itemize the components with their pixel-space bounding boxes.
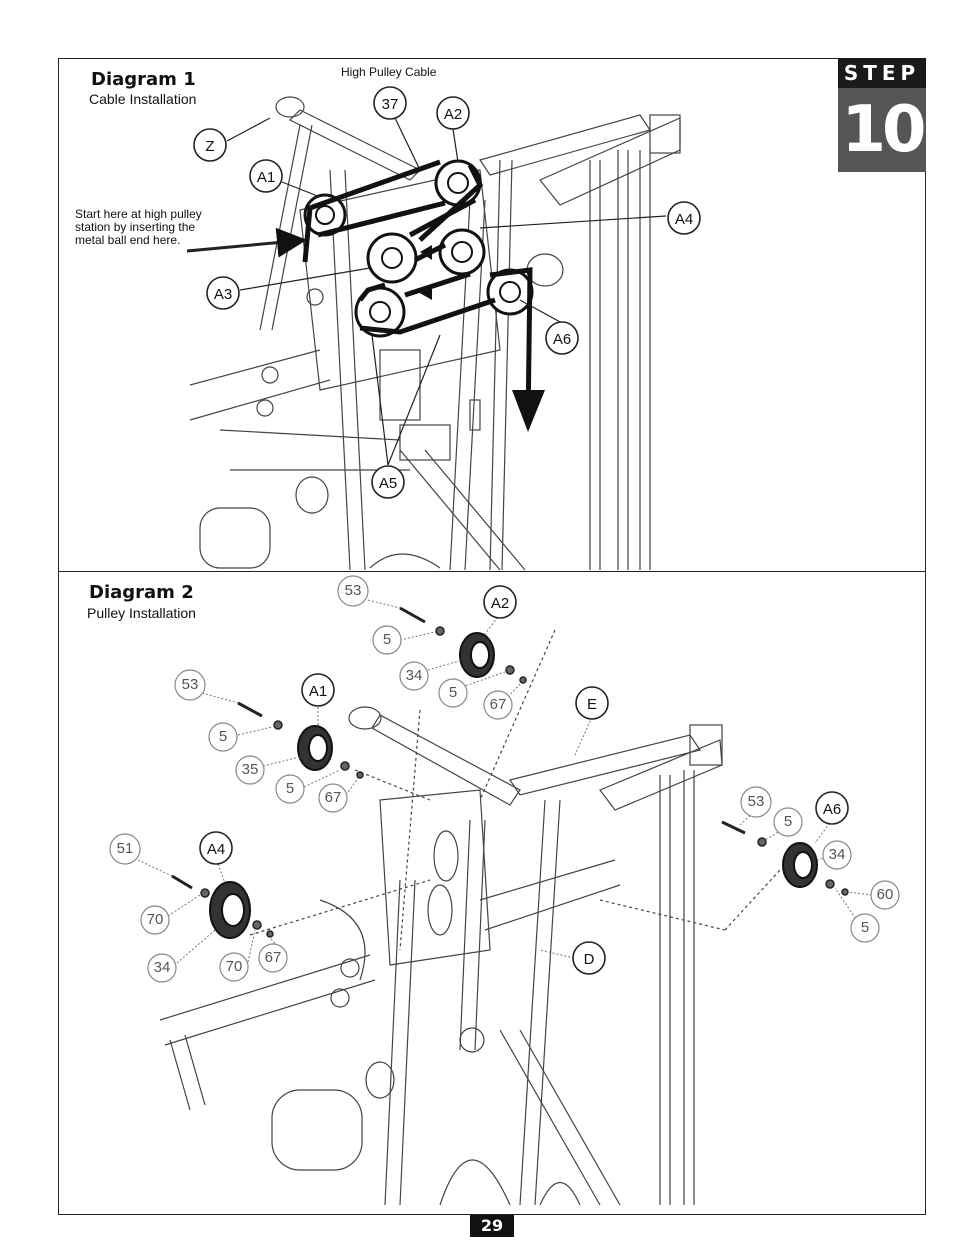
callout-53-a1: 53 — [182, 676, 199, 693]
callout-a3-label: A3 — [214, 286, 232, 303]
callout-60-a6: 60 — [877, 886, 894, 903]
callout-5-a2-back: 5 — [449, 684, 457, 701]
callout-a2-label: A2 — [444, 106, 462, 123]
callout-a6 — [545, 321, 579, 355]
callout-a6-d2: A6 — [823, 801, 841, 818]
step-number: 10 — [838, 88, 927, 172]
callout-5-a6-front: 5 — [784, 813, 792, 830]
callout-35-a1: 35 — [242, 761, 259, 778]
callout-67-a2: 67 — [490, 696, 507, 713]
callout-34-a4: 34 — [154, 959, 171, 976]
diagram2-main-callouts — [199, 585, 849, 975]
callout-a3 — [206, 276, 240, 310]
callout-d: D — [584, 951, 595, 968]
callout-5-a2-front: 5 — [383, 631, 391, 648]
callout-5-a1-back: 5 — [286, 780, 294, 797]
callout-a5-label: A5 — [379, 475, 397, 492]
callout-a4-label: A4 — [675, 211, 693, 228]
callout-53-a2: 53 — [345, 582, 362, 599]
callout-51-a4: 51 — [117, 840, 134, 857]
callout-a2 — [436, 96, 470, 130]
callout-e: E — [587, 696, 597, 713]
diagram1-pulleys — [303, 159, 534, 338]
diagram-divider — [58, 571, 926, 572]
diagram2-title: Diagram 2 — [89, 582, 194, 603]
start-note-line-2: station by inserting the — [75, 220, 196, 234]
diagram2-bolts — [171, 606, 849, 938]
cable-label: High Pulley Cable — [341, 65, 437, 79]
callout-5-a1-front: 5 — [219, 728, 227, 745]
down-arrow-icon — [512, 390, 545, 432]
callout-a6-label: A6 — [553, 331, 571, 348]
diagram2-callouts — [109, 575, 900, 983]
callout-z-label: Z — [205, 138, 214, 155]
step-label: STEP — [838, 58, 926, 88]
diagram1-leaders — [186, 117, 667, 466]
start-note-line-1: Start here at high pulley — [75, 207, 202, 221]
callout-70-a4-front: 70 — [147, 911, 164, 928]
callout-a1-label: A1 — [257, 169, 275, 186]
callout-34-a6: 34 — [829, 846, 846, 863]
diagram1-callouts — [193, 86, 701, 499]
callout-a4-d2: A4 — [207, 841, 225, 858]
callout-a2-d2: A2 — [491, 595, 509, 612]
callout-a1 — [249, 159, 283, 193]
diagram1-subtitle: Cable Installation — [89, 91, 197, 107]
diagram2-frame-art — [159, 629, 781, 1206]
callout-a5 — [371, 465, 405, 499]
callout-37-label: 37 — [382, 96, 399, 113]
page-frame — [58, 58, 926, 1215]
callout-z — [193, 128, 227, 162]
callout-67-a1: 67 — [325, 789, 342, 806]
callout-53-a6: 53 — [748, 793, 765, 810]
callout-37 — [373, 86, 407, 120]
diagram1-title: Diagram 1 — [91, 69, 196, 90]
callout-a1-d2: A1 — [309, 683, 327, 700]
diagram2-subtitle: Pulley Installation — [87, 605, 196, 621]
diagram2-pulleys — [209, 632, 818, 939]
callout-34-a2: 34 — [406, 667, 423, 684]
callout-70-a4-back: 70 — [226, 958, 243, 975]
callout-67-a4: 67 — [265, 949, 282, 966]
page-number: 29 — [470, 1215, 514, 1237]
callout-a4 — [667, 201, 701, 235]
step-badge: STEP 10 — [838, 58, 927, 172]
start-note-line-3: metal ball end here. — [75, 233, 181, 247]
callout-5-a6-back: 5 — [861, 919, 869, 936]
